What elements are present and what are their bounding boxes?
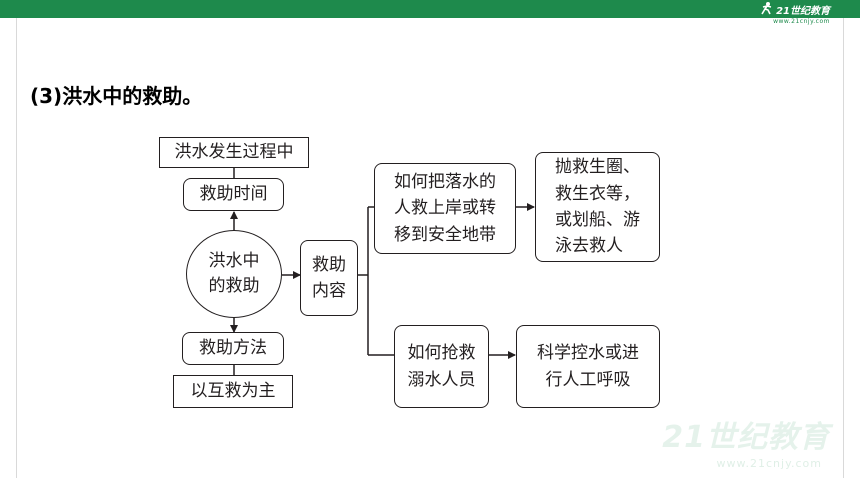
brand-logo: 21世纪教育 [759, 1, 830, 17]
branch1-answer-line-3: 或划船、游 [555, 210, 640, 230]
branch2-question-line-2: 溺水人员 [407, 369, 476, 390]
branch1-answer-box: 抛救生圈、 救生衣等， 或划船、游 泳去救人 [535, 152, 660, 262]
method-value-text: 以互救为主 [190, 381, 276, 402]
branch1-answer-line-4: 泳去救人 [555, 236, 623, 257]
branch1-question-line-1: 如何把落水的 [394, 171, 496, 192]
center-circle: 洪水中 的救助 [186, 230, 282, 318]
content-line-2: 内容 [312, 281, 346, 301]
branch2-question-box: 如何抢救 溺水人员 [394, 325, 489, 408]
brand-url: www.21cnjy.com [773, 18, 830, 25]
center-line-1: 洪水中 [208, 250, 260, 271]
branch1-answer-line-2: 救生衣等， [555, 183, 640, 204]
branch1-question-line-2: 人救上岸或转 [394, 198, 496, 219]
branch2-answer-box: 科学控水或进 行人工呼吸 [516, 325, 660, 408]
branch2-question-line-1: 如何抢救 [407, 343, 476, 364]
method-value-box: 以互救为主 [173, 375, 293, 408]
content-box: 救助 内容 [300, 240, 358, 316]
watermark-url: www.21cnjy.com [716, 457, 822, 470]
time-value-box: 洪水发生过程中 [159, 137, 309, 168]
branch1-question-line-3: 移到安全地带 [394, 224, 496, 245]
branch2-answer-line-1: 科学控水或进 [537, 343, 639, 364]
center-line-2: 的救助 [208, 276, 260, 296]
top-banner: 21世纪教育 [0, 0, 860, 18]
branch1-answer-line-1: 抛救生圈、 [555, 157, 640, 178]
runner-icon [759, 1, 773, 18]
method-label-text: 救助方法 [199, 338, 267, 359]
time-label-text: 救助时间 [199, 184, 268, 205]
slide-frame [16, 18, 844, 478]
watermark-logo: 21世纪教育 [662, 420, 830, 455]
method-label-box: 救助方法 [182, 332, 284, 365]
branch2-answer-line-2: 行人工呼吸 [545, 369, 631, 390]
time-label-box: 救助时间 [183, 178, 284, 211]
branch1-question-box: 如何把落水的 人救上岸或转 移到安全地带 [374, 163, 516, 254]
brand-name: 21世纪教育 [776, 5, 830, 17]
time-value-text: 洪水发生过程中 [174, 142, 294, 163]
content-line-1: 救助 [312, 254, 346, 275]
section-heading: (3)洪水中的救助。 [30, 84, 203, 108]
